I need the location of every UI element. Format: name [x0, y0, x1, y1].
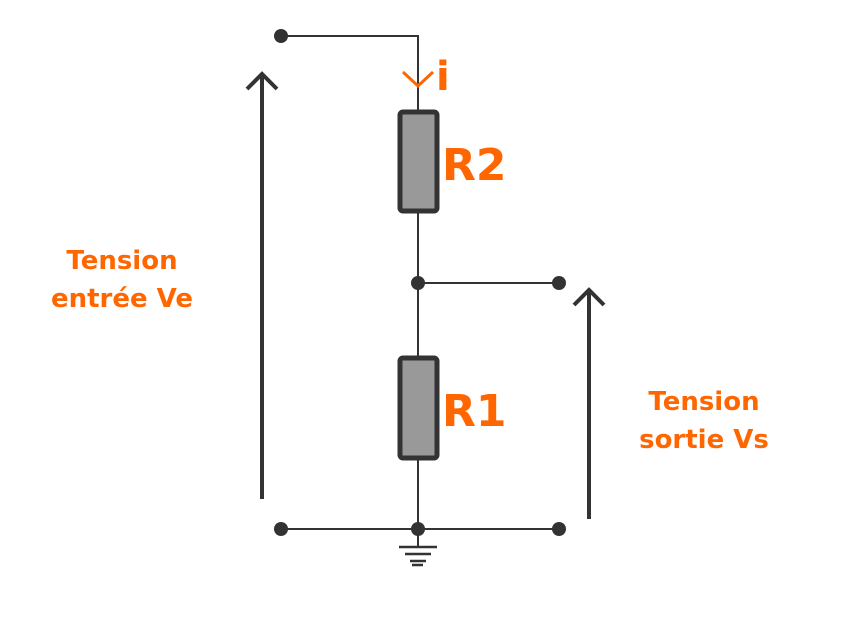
ground-icon: [399, 545, 437, 567]
input-voltage-label-line1: Tension: [66, 246, 177, 276]
r2-label: R2: [442, 140, 507, 191]
r1-label: R1: [442, 386, 507, 437]
terminal-input-top: [274, 29, 288, 43]
current-label: i: [436, 54, 450, 100]
current-arrow-icon: [401, 70, 435, 89]
terminal-output-top: [552, 276, 566, 290]
input-voltage-arrow-icon: [245, 71, 279, 499]
input-voltage-label-line2: entrée Ve: [51, 284, 193, 314]
output-voltage-arrow-icon: [572, 287, 606, 519]
terminal-output-bottom: [552, 522, 566, 536]
terminal-input-bottom: [274, 522, 288, 536]
resistor-r2: [397, 109, 440, 214]
output-voltage-label-line1: Tension: [648, 387, 759, 417]
node-middle: [411, 276, 425, 290]
output-voltage-label-line2: sortie Vs: [639, 425, 769, 455]
wire-top: [281, 35, 419, 112]
node-bottom: [411, 522, 425, 536]
resistor-r1: [397, 355, 440, 461]
